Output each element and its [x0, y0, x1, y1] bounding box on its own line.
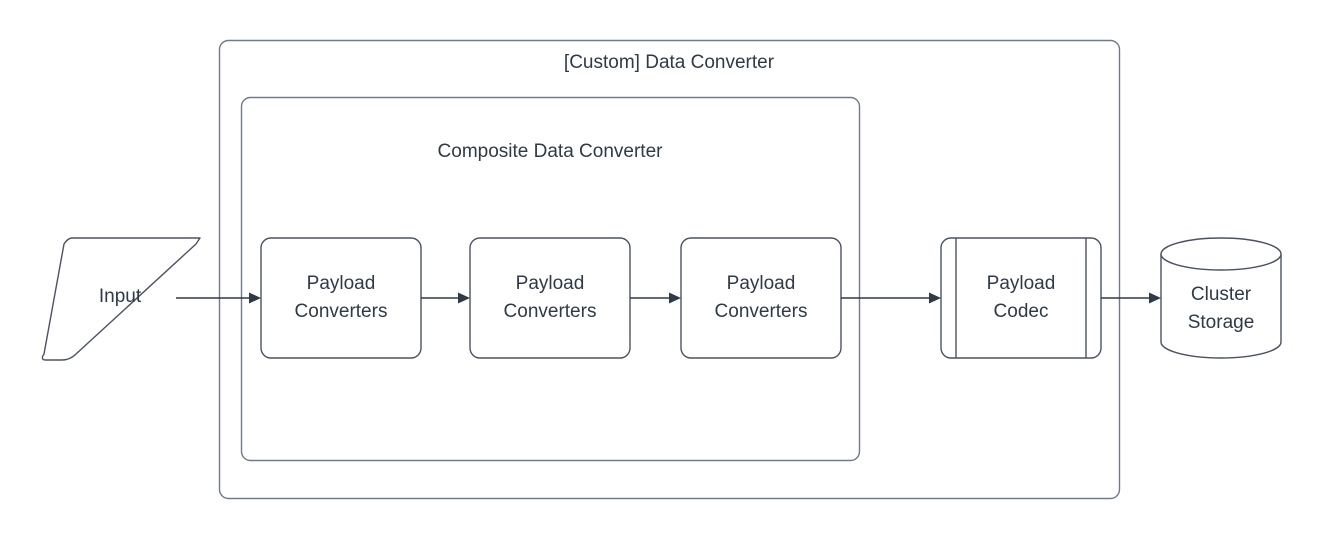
node-cluster-storage-label-line1: Cluster [1191, 284, 1252, 305]
edge-payload-converters-2-to-3 [630, 292, 681, 304]
edge-input-to-payload-converters-1 [176, 292, 261, 304]
edge-payload-converters-3-to-payload-codec [841, 292, 941, 304]
edge-payload-converters-1-to-2 [421, 292, 470, 304]
node-input-shape[interactable] [41, 237, 201, 361]
node-payload-codec-label-line2: Codec [994, 301, 1049, 322]
node-cluster-storage-body[interactable] [1160, 253, 1282, 359]
node-payload-codec-label-line1: Payload [987, 273, 1056, 294]
node-payload-converters-3[interactable] [680, 237, 842, 359]
arrow-head-icon [669, 292, 681, 304]
node-cluster-storage-top [1160, 237, 1282, 271]
node-input-label: Input [99, 286, 142, 307]
node-payload-converters-1-label-line2: Converters [295, 301, 388, 322]
node-payload-converters-3-label-line1: Payload [727, 273, 796, 294]
edge-payload-codec-to-cluster-storage [1101, 292, 1161, 304]
node-payload-converters-1[interactable] [260, 237, 422, 359]
node-payload-converters-2-label-line1: Payload [516, 273, 585, 294]
container-custom-data-converter-label: [Custom] Data Converter [564, 52, 775, 73]
node-payload-converters-2[interactable] [469, 237, 631, 359]
container-composite-data-converter[interactable] [240, 96, 861, 462]
container-composite-data-converter-label: Composite Data Converter [438, 141, 664, 162]
node-payload-converters-2-label-line2: Converters [504, 301, 597, 322]
arrow-head-icon [249, 292, 261, 304]
node-payload-codec[interactable] [940, 237, 1102, 359]
arrow-head-icon [458, 292, 470, 304]
node-payload-converters-1-label-line1: Payload [307, 273, 376, 294]
arrow-head-icon [1149, 292, 1161, 304]
node-payload-converters-3-label-line2: Converters [715, 301, 808, 322]
container-custom-data-converter[interactable] [218, 39, 1121, 500]
node-cluster-storage-label-line2: Storage [1188, 312, 1255, 333]
arrow-head-icon [929, 292, 941, 304]
